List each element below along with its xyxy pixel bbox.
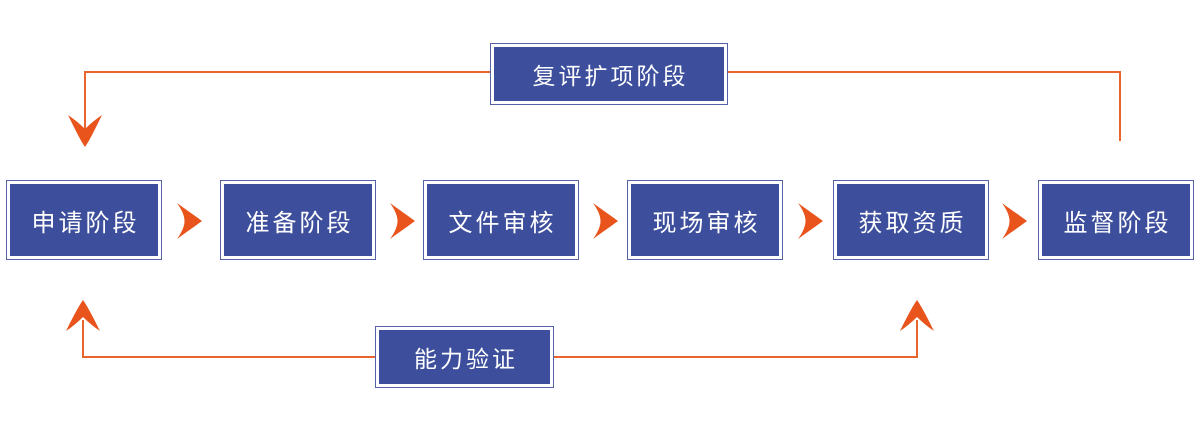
flow-step-label: 获取资质	[837, 184, 985, 256]
arrowhead-up-icon	[65, 300, 101, 332]
flow-step-label: 准备阶段	[224, 184, 372, 256]
flow-step-application: 申请阶段	[6, 180, 162, 260]
flow-step-supervision: 监督阶段	[1038, 180, 1194, 260]
flow-step-obtain-qualification: 获取资质	[833, 180, 989, 260]
flow-step-label: 现场审核	[631, 184, 779, 256]
flow-step-preparation: 准备阶段	[220, 180, 376, 260]
chevron-right-icon	[1001, 202, 1028, 240]
chevron-right-icon	[176, 202, 203, 240]
chevron-right-icon	[797, 202, 824, 240]
connector-line-bottom-left-vertical	[82, 320, 84, 358]
flow-step-onsite-review: 现场审核	[627, 180, 783, 260]
flow-step-label: 申请阶段	[10, 184, 158, 256]
flow-step-label: 监督阶段	[1042, 184, 1190, 256]
bottom-loop-label: 能力验证	[379, 330, 550, 384]
connector-line-top-right-vertical	[1119, 71, 1121, 141]
chevron-right-icon	[389, 202, 416, 240]
top-loop-label: 复评扩项阶段	[494, 47, 724, 101]
arrowhead-down-icon	[67, 114, 103, 148]
chevron-right-icon	[592, 202, 619, 240]
reassessment-expansion-stage-box: 复评扩项阶段	[490, 43, 728, 105]
flow-step-document-review: 文件审核	[423, 180, 579, 260]
connector-line-bottom-right-vertical	[916, 320, 918, 358]
arrowhead-up-icon	[899, 300, 935, 332]
connector-line-top-left-vertical	[84, 71, 86, 129]
flow-step-label: 文件审核	[427, 184, 575, 256]
proficiency-testing-box: 能力验证	[375, 326, 554, 388]
